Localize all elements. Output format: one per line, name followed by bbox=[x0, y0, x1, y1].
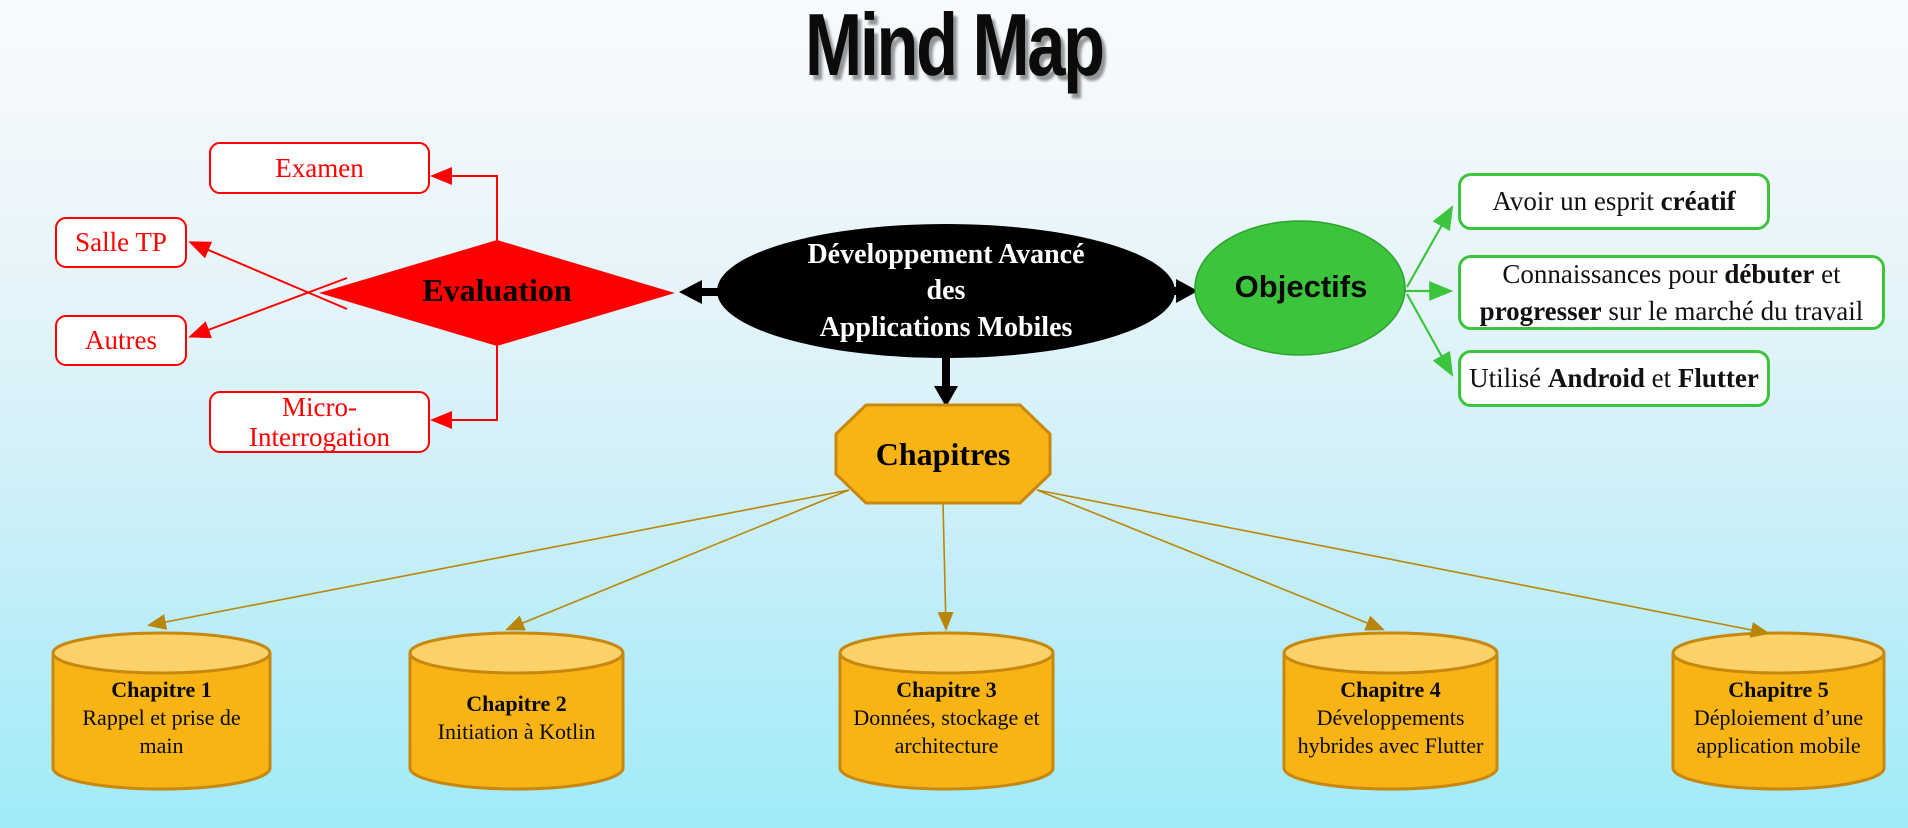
chapitre-5-desc: Déploiement d’une application mobile bbox=[1693, 704, 1864, 759]
evaluation-label: Evaluation bbox=[422, 272, 572, 308]
node-objectif-technologies-text: Utilisé Android et Flutter bbox=[1469, 363, 1759, 394]
objectifs-ellipse bbox=[1194, 220, 1406, 356]
connector-chapitres-ch2 bbox=[505, 489, 850, 631]
node-micro-interrogation-label: Micro-Interrogation bbox=[249, 391, 390, 452]
node-objectif-connaissances: Connaissances pour débuter et progresser… bbox=[1458, 255, 1885, 330]
objectifs-label: Objectifs bbox=[1234, 269, 1368, 304]
chapitre-4-title: Chapitre 4 bbox=[1340, 676, 1441, 702]
node-autres: Autres bbox=[55, 315, 187, 366]
chapitre-3-text: Chapitre 3 Données, stockage et architec… bbox=[847, 662, 1046, 774]
node-objectif-creatif-text: Avoir un esprit créatif bbox=[1492, 186, 1736, 217]
chapitre-3-title: Chapitre 3 bbox=[896, 676, 997, 702]
chapitre-5-title: Chapitre 5 bbox=[1728, 676, 1829, 702]
chapitres-octagon bbox=[834, 403, 1052, 505]
connector-chapitres-ch4 bbox=[1036, 489, 1385, 631]
node-examen: Examen bbox=[209, 142, 430, 194]
connector-evaluation-autres bbox=[188, 277, 348, 339]
node-autres-label: Autres bbox=[85, 325, 157, 356]
evaluation-diamond bbox=[319, 240, 675, 346]
chapitre-5-text: Chapitre 5 Déploiement d’une application… bbox=[1680, 662, 1877, 774]
page-title-text: Mind Map bbox=[805, 0, 1105, 94]
connector-objectifs-3 bbox=[1406, 293, 1454, 377]
chapitre-1-text: Chapitre 1 Rappel et prise de main bbox=[60, 662, 263, 774]
connector-objectifs-1 bbox=[1406, 205, 1454, 288]
chapitre-3-desc: Données, stockage et architecture bbox=[853, 704, 1040, 759]
connector-chapitres-ch5 bbox=[1036, 489, 1771, 638]
central-topic-label: Développement Avancé des Applications Mo… bbox=[807, 239, 1085, 343]
chapitres-label: Chapitres bbox=[875, 436, 1011, 472]
page-title: Mind Map bbox=[0, 0, 1908, 96]
cylinder-chapitre-3 bbox=[838, 631, 1055, 791]
node-objectif-creatif: Avoir un esprit créatif bbox=[1458, 173, 1770, 230]
node-salle-tp: Salle TP bbox=[55, 217, 187, 268]
central-topic-ellipse bbox=[717, 224, 1175, 358]
chapitre-2-desc: Initiation à Kotlin bbox=[437, 719, 596, 744]
node-examen-label: Examen bbox=[275, 152, 364, 183]
cylinder-chapitre-1 bbox=[51, 631, 272, 791]
cylinder-chapitre-5 bbox=[1671, 631, 1886, 791]
connector-evaluation-examen bbox=[430, 167, 498, 243]
node-micro-interrogation: Micro-Interrogation bbox=[209, 391, 430, 453]
node-salle-tp-label: Salle TP bbox=[75, 227, 167, 258]
arrow-center-to-chapitres bbox=[934, 350, 958, 407]
connector-chapitres-ch1 bbox=[146, 489, 850, 630]
cylinder-chapitre-4 bbox=[1282, 631, 1499, 791]
chapitre-2-title: Chapitre 2 bbox=[466, 690, 567, 716]
connector-chapitres-ch3 bbox=[937, 502, 954, 632]
chapitre-4-text: Chapitre 4 Développements hybrides avec … bbox=[1291, 662, 1490, 774]
chapitre-2-text: Chapitre 2 Initiation à Kotlin bbox=[417, 662, 616, 774]
chapitre-4-desc: Développements hybrides avec Flutter bbox=[1297, 704, 1484, 759]
node-objectif-connaissances-text: Connaissances pour débuter et progresser… bbox=[1479, 259, 1864, 326]
connector-evaluation-micro bbox=[430, 345, 498, 429]
node-objectif-technologies: Utilisé Android et Flutter bbox=[1458, 350, 1770, 407]
cylinder-chapitre-2 bbox=[408, 631, 625, 791]
chapitre-1-desc: Rappel et prise de main bbox=[82, 704, 241, 759]
connector-evaluation-salletp bbox=[188, 241, 348, 310]
chapitre-1-title: Chapitre 1 bbox=[111, 676, 212, 702]
